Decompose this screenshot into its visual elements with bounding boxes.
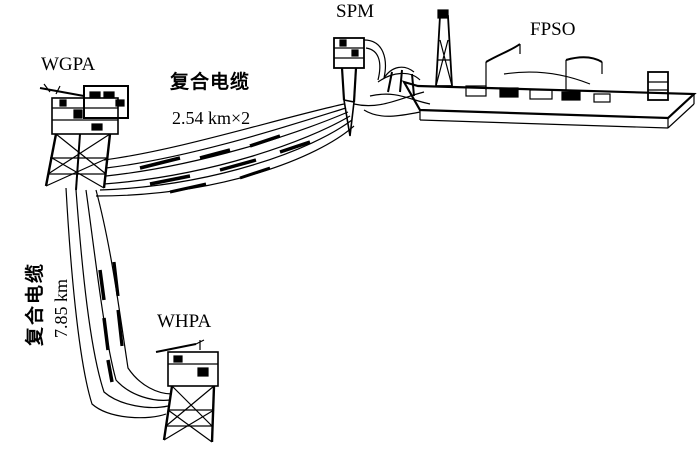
label-wgpa: WGPA: [41, 54, 96, 75]
fpso-vessel: [401, 9, 697, 129]
wgpa-platform: [39, 83, 129, 191]
cable-bundle-wgpa-whpa: [65, 187, 173, 419]
cable-wgpa-whpa-name: 复合电缆: [24, 261, 46, 346]
cable-bundle-wgpa-spm: [95, 103, 355, 197]
spm-buoy: [333, 37, 386, 137]
cable-wgpa-spm-name: 复合电缆: [170, 71, 251, 93]
label-spm: SPM: [336, 1, 375, 22]
whpa-platform: [155, 339, 219, 443]
risers-spm-fpso: [353, 66, 431, 117]
cable-wgpa-whpa-label-group: 复合电缆 7.85 km: [8, 238, 88, 368]
cable-wgpa-spm-length: 2.54 km×2: [172, 108, 251, 128]
label-fpso: FPSO: [530, 19, 576, 40]
label-whpa: WHPA: [157, 311, 212, 332]
cable-wgpa-whpa-length: 7.85 km: [51, 278, 71, 338]
